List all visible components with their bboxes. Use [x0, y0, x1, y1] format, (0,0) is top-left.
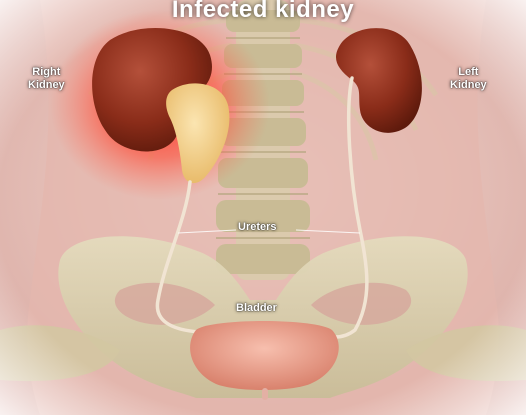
diagram-title: Infected kidney — [0, 0, 526, 24]
label-right-kidney-line2: Kidney — [28, 79, 65, 92]
label-bladder: Bladder — [236, 302, 277, 315]
label-left-kidney: Left Kidney — [450, 66, 487, 92]
label-right-kidney: Right Kidney — [28, 66, 65, 92]
label-left-kidney-line2: Kidney — [450, 79, 487, 92]
label-right-kidney-line1: Right — [28, 66, 65, 79]
label-left-kidney-line1: Left — [450, 66, 487, 79]
label-ureters: Ureters — [238, 221, 277, 234]
